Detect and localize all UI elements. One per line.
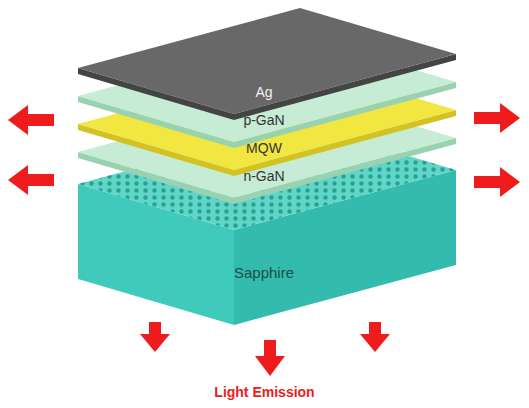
down-arrow [255, 340, 285, 376]
layer-top-face [78, 124, 456, 230]
left-arrow [8, 165, 54, 195]
left-arrow [8, 105, 54, 135]
layer-shape [78, 8, 456, 120]
silver-layer: Ag [78, 8, 456, 120]
down-arrow [140, 322, 170, 352]
right-arrow [474, 103, 520, 133]
layer-label: Ag [255, 84, 272, 100]
layer-label: Sapphire [234, 264, 294, 281]
right-arrow [474, 167, 520, 197]
emission-caption: Light Emission [0, 384, 529, 400]
down-arrow [360, 322, 390, 352]
patterned-surface [78, 124, 456, 230]
